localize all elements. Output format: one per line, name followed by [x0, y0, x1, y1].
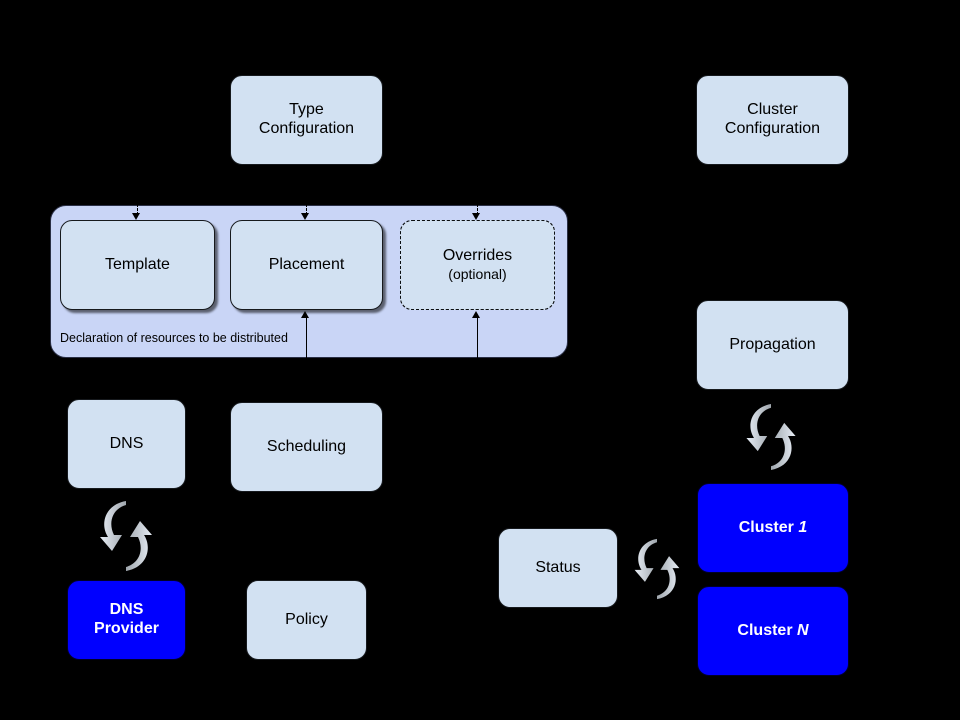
policy-label: Policy: [285, 610, 328, 628]
sync-arrows-icon-propagation: [746, 403, 796, 471]
scheduling-label: Scheduling: [266, 437, 347, 455]
propagation-label: Propagation: [729, 335, 816, 353]
template-label: Template: [105, 255, 170, 273]
cluster-n-prefix: Cluster: [737, 621, 797, 639]
node-dns[interactable]: DNS: [67, 399, 186, 489]
connector-scheduling-to-placement: [306, 316, 307, 358]
connector-typeconfig-to-overrides: [477, 200, 478, 215]
dns-provider-label: DNS Provider: [94, 601, 159, 639]
connector-typeconfig-to-template: [137, 200, 138, 215]
sync-arrows-icon-dns: [100, 501, 152, 571]
node-template[interactable]: Template: [60, 220, 215, 310]
connector-typeconfig-to-placement: [306, 200, 307, 215]
arrowhead-placement-up: [301, 311, 309, 318]
node-cluster-n[interactable]: Cluster N: [697, 586, 849, 676]
dns-provider-line2: Provider: [94, 620, 159, 637]
placement-label: Placement: [268, 255, 345, 273]
cluster-1-suffix: 1: [798, 518, 808, 536]
type-configuration-line2: Configuration: [258, 120, 355, 137]
node-dns-provider[interactable]: DNS Provider: [67, 580, 186, 660]
node-overrides[interactable]: Overrides (optional): [400, 220, 555, 310]
overrides-label-group: Overrides (optional): [443, 247, 512, 282]
arrowhead-placement: [301, 213, 309, 220]
cluster-configuration-line2: Configuration: [724, 120, 821, 137]
dns-label: DNS: [109, 434, 144, 452]
cluster-1-prefix: Cluster: [738, 518, 799, 536]
cluster-n-label: Cluster N: [737, 622, 808, 641]
node-cluster-configuration-label: Cluster Configuration: [725, 101, 820, 139]
arrowhead-overrides-up: [472, 311, 480, 318]
cluster-n-suffix: N: [797, 621, 809, 639]
overrides-sublabel: (optional): [448, 266, 507, 283]
type-configuration-line1: Type: [289, 101, 324, 119]
cluster-1-label: Cluster 1: [739, 519, 807, 538]
node-status[interactable]: Status: [498, 528, 618, 608]
node-cluster-1[interactable]: Cluster 1: [697, 483, 849, 573]
dns-provider-line1: DNS: [109, 601, 144, 619]
arrowhead-template: [132, 213, 140, 220]
arrowhead-overrides: [472, 213, 480, 220]
node-propagation[interactable]: Propagation: [696, 300, 849, 390]
panel-caption: Declaration of resources to be distribut…: [60, 331, 288, 345]
connector-policy-to-overrides: [477, 316, 478, 358]
node-scheduling[interactable]: Scheduling: [230, 402, 383, 492]
node-type-configuration-label: Type Configuration: [259, 101, 354, 139]
node-policy[interactable]: Policy: [246, 580, 367, 660]
status-label: Status: [535, 558, 581, 576]
sync-arrows-icon-status: [634, 538, 680, 600]
node-type-configuration[interactable]: Type Configuration: [230, 75, 383, 165]
node-placement[interactable]: Placement: [230, 220, 383, 310]
overrides-label: Overrides: [442, 247, 513, 265]
cluster-configuration-line1: Cluster: [747, 101, 798, 119]
node-cluster-configuration[interactable]: Cluster Configuration: [696, 75, 849, 165]
